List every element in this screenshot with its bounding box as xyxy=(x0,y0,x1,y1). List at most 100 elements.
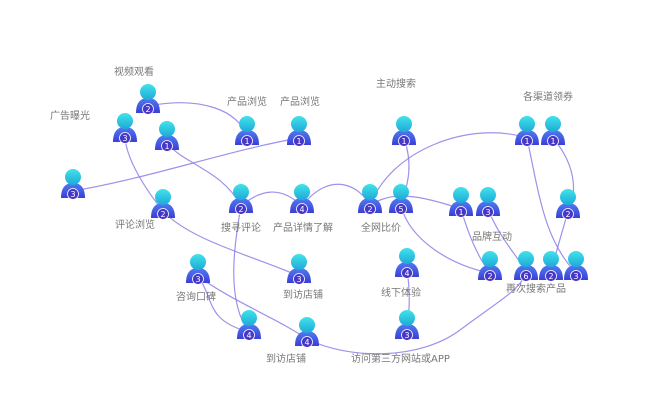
badge-number: 1 xyxy=(401,137,406,146)
person-icon-research1: 6 xyxy=(514,251,538,282)
badge-circle xyxy=(241,135,253,147)
badge-number: 5 xyxy=(398,205,403,214)
edge-21 xyxy=(197,275,308,340)
edge-4 xyxy=(72,137,300,192)
badge-number: 3 xyxy=(122,134,127,143)
badge-circle xyxy=(521,135,533,147)
person-head xyxy=(568,251,584,267)
badge-number: 3 xyxy=(296,275,301,284)
badge-circle xyxy=(520,270,532,282)
badge-circle xyxy=(157,208,169,220)
person-icon-offline: 4 xyxy=(395,248,419,279)
badge-number: 4 xyxy=(404,269,409,278)
person-icon-search: 2 xyxy=(229,184,253,215)
label-detail: 产品详情了解 xyxy=(273,223,333,234)
person-head xyxy=(480,187,496,203)
badge-number: 3 xyxy=(404,331,409,340)
label-video: 视频观看 xyxy=(114,67,154,78)
person-head xyxy=(117,113,133,129)
person-icon-brand1: 1 xyxy=(449,187,473,218)
edge-9 xyxy=(301,183,371,207)
person-head xyxy=(482,251,498,267)
person-icon-reputation: 3 xyxy=(186,254,210,285)
badge-number: 1 xyxy=(244,137,249,146)
person-head xyxy=(65,169,81,185)
person-icon-review: 2 xyxy=(151,189,175,220)
badge-circle xyxy=(235,203,247,215)
badge-circle xyxy=(161,140,173,152)
badge-number: 2 xyxy=(160,210,165,219)
person-head xyxy=(299,317,315,333)
person-icon-third2: 3 xyxy=(395,310,419,341)
person-icon-detail: 4 xyxy=(290,184,314,215)
label-ad: 广告曝光 xyxy=(50,111,90,122)
badge-circle xyxy=(142,103,154,115)
badge-circle xyxy=(545,270,557,282)
badge-circle xyxy=(296,203,308,215)
badge-number: 2 xyxy=(487,272,492,281)
person-icon-active: 1 xyxy=(392,116,416,147)
person-head xyxy=(190,254,206,270)
badge-number: 4 xyxy=(299,205,304,214)
person-icon-store1: 3 xyxy=(287,254,311,285)
badge-circle xyxy=(398,135,410,147)
badge-circle xyxy=(547,135,559,147)
label-browse-2: 产品浏览 xyxy=(280,97,320,108)
person-icon-ad2: 1 xyxy=(155,121,179,152)
badge-circle xyxy=(364,203,376,215)
badge-circle xyxy=(67,188,79,200)
person-head xyxy=(291,116,307,132)
person-icon-browse1: 1 xyxy=(235,116,259,147)
badge-circle xyxy=(484,270,496,282)
badge-number: 3 xyxy=(195,275,200,284)
edge-10 xyxy=(369,132,528,207)
person-icon-browse2: 1 xyxy=(287,116,311,147)
badge-circle xyxy=(192,273,204,285)
label-visit-store-2: 到访店铺 xyxy=(266,354,306,365)
person-head xyxy=(159,121,175,137)
person-icon-third1: 4 xyxy=(295,317,319,348)
person-head xyxy=(239,116,255,132)
person-icon-right: 2 xyxy=(556,189,580,220)
edge-18 xyxy=(526,137,577,274)
edge-5 xyxy=(162,210,300,277)
label-research: 再次搜索产品 xyxy=(506,284,566,295)
badge-number: 2 xyxy=(367,205,372,214)
badge-circle xyxy=(482,206,494,218)
person-head xyxy=(399,248,415,264)
person-head xyxy=(140,84,156,100)
person-head xyxy=(233,184,249,200)
person-head xyxy=(560,189,576,205)
label-active-search: 主动搜索 xyxy=(376,79,416,90)
badge-number: 6 xyxy=(523,272,528,281)
person-head xyxy=(399,310,415,326)
person-icon-brand2: 3 xyxy=(476,187,500,218)
badge-number: 3 xyxy=(573,272,578,281)
person-head xyxy=(241,310,257,326)
edge-13 xyxy=(369,195,462,210)
badge-number: 3 xyxy=(70,190,75,199)
label-reputation: 咨询口碑 xyxy=(176,292,216,303)
person-head xyxy=(518,251,534,267)
badge-number: 4 xyxy=(304,338,309,347)
badge-circle xyxy=(119,132,131,144)
badge-circle xyxy=(293,135,305,147)
person-icon-ad1: 3 xyxy=(113,113,137,144)
badge-number: 4 xyxy=(246,331,251,340)
edge-7 xyxy=(197,275,250,333)
person-icon-research2: 2 xyxy=(539,251,563,282)
person-icon-research3: 3 xyxy=(564,251,588,282)
label-coupon: 各渠道领券 xyxy=(523,92,573,103)
badge-circle xyxy=(455,206,467,218)
person-icon-left: 3 xyxy=(61,169,85,200)
label-compare: 全网比价 xyxy=(361,223,401,234)
person-icon-compare2: 5 xyxy=(389,184,413,215)
badge-number: 2 xyxy=(145,105,150,114)
label-offline: 线下体验 xyxy=(381,288,421,299)
badge-circle xyxy=(562,208,574,220)
badge-number: 2 xyxy=(238,205,243,214)
badge-number: 1 xyxy=(164,142,169,151)
